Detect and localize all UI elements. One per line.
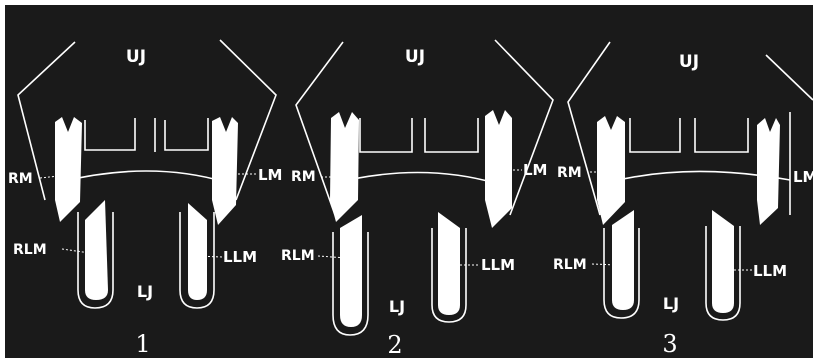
- left-molar-label: LM: [258, 166, 283, 184]
- left-molar-label: LM: [523, 161, 548, 179]
- right-molar-label: RM: [291, 169, 316, 185]
- panel-number: 3: [662, 330, 677, 358]
- left-molar-label: LM: [793, 168, 818, 186]
- right-lower-molar-label: RLM: [553, 257, 587, 273]
- left-lower-molar-tooth: [188, 203, 207, 300]
- right-lower-molar-tooth: [340, 215, 362, 327]
- left-lower-molar-label: LLM: [481, 256, 515, 274]
- left-lower-molar-tooth: [438, 212, 460, 315]
- right-molar-label: RM: [557, 165, 582, 181]
- panel-number: 1: [135, 330, 150, 358]
- left-lower-molar-tooth: [712, 210, 734, 313]
- upper-jaw-label: UJ: [679, 52, 699, 72]
- lower-jaw-label: LJ: [663, 294, 679, 313]
- upper-jaw-label: UJ: [126, 47, 146, 67]
- left-lower-molar-label: LLM: [753, 262, 787, 280]
- right-lower-molar-label: RLM: [13, 242, 47, 258]
- left-molar-tooth: [485, 110, 512, 228]
- lower-jaw-label: LJ: [137, 282, 153, 301]
- lower-jaw-label: LJ: [389, 297, 405, 316]
- left-lower-molar-label: LLM: [223, 248, 257, 266]
- upper-jaw-label: UJ: [405, 47, 425, 67]
- right-lower-molar-label: RLM: [281, 248, 315, 264]
- right-molar-label: RM: [8, 171, 33, 187]
- panel-number: 2: [387, 331, 402, 359]
- left-molar-tooth: [757, 118, 780, 225]
- right-lower-molar-tooth: [612, 210, 634, 310]
